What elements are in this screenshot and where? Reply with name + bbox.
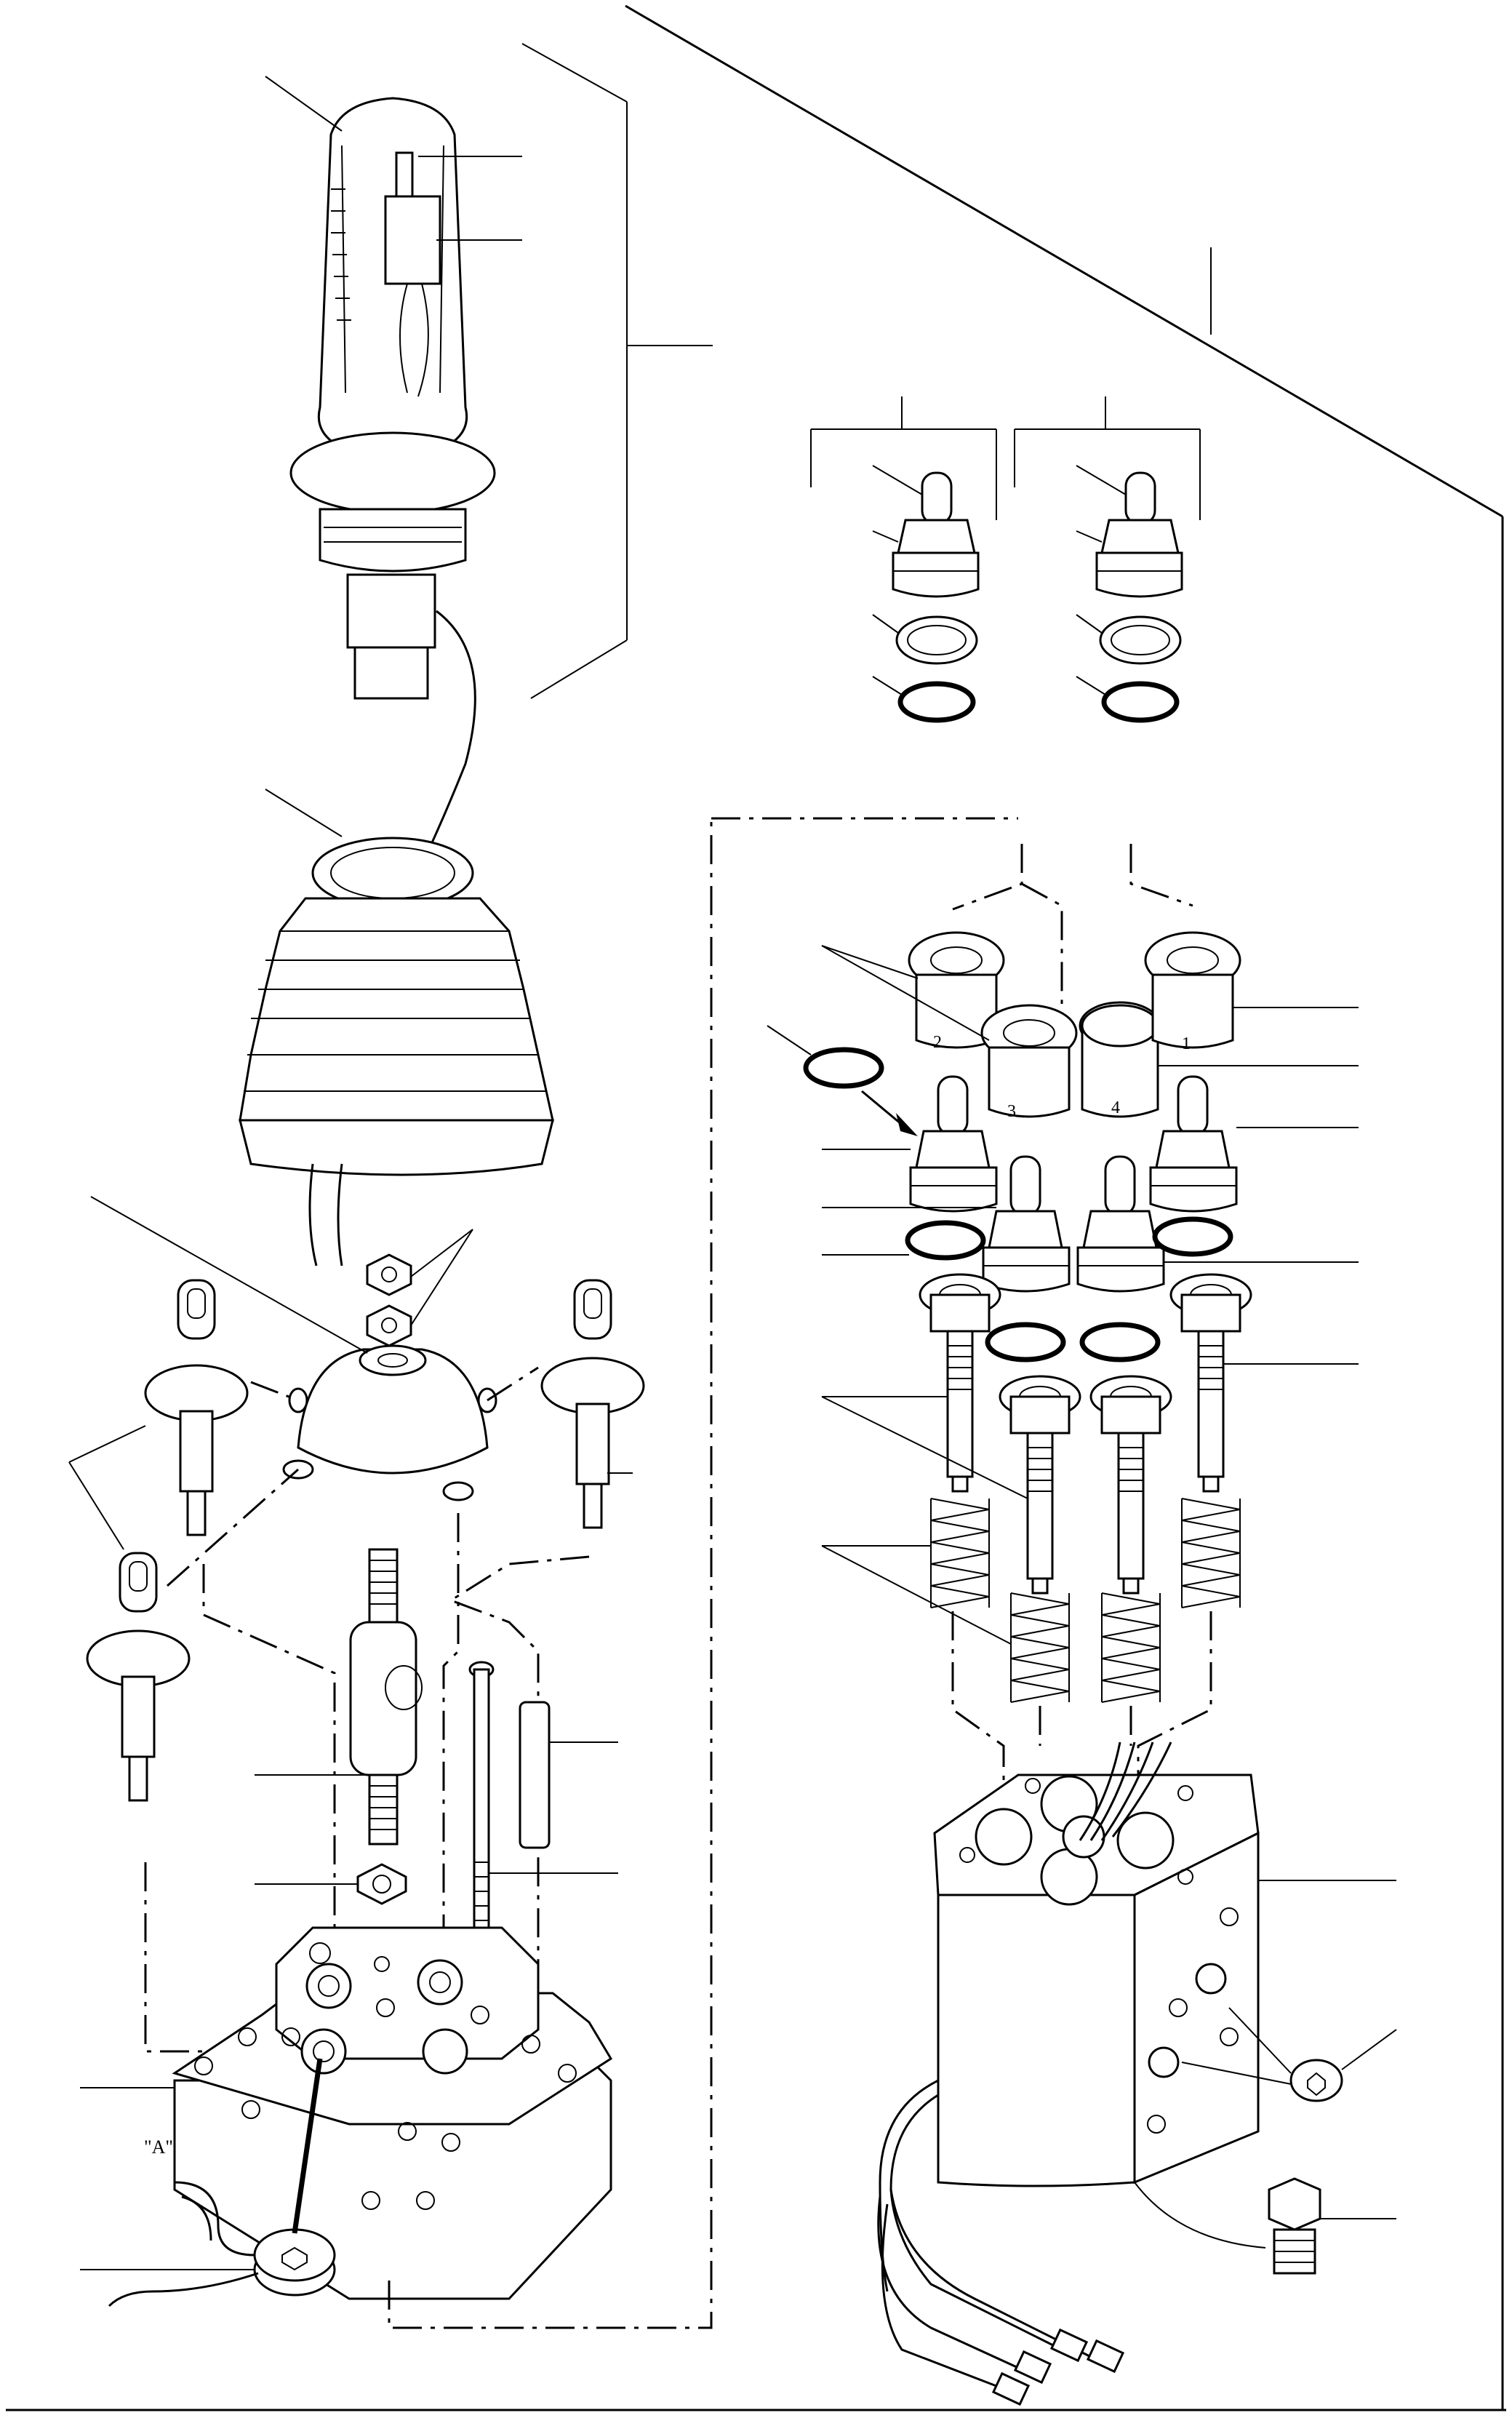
spring-leaders — [821, 1545, 1012, 1645]
wire-harness — [877, 2079, 1125, 2406]
spring-3 — [1101, 1592, 1161, 1703]
cartridge-guides — [952, 844, 1193, 1004]
kit-right — [1076, 465, 1183, 723]
cartridge-leaders — [821, 945, 1359, 1066]
spring-4 — [1181, 1498, 1241, 1608]
plunger-mid-right — [1076, 1155, 1165, 1293]
cartridge-2: 2 — [908, 931, 1005, 1052]
sensor-puck — [253, 2228, 336, 2297]
rubber-boot — [239, 837, 554, 1176]
plunger-upper-left — [909, 1075, 998, 1213]
joystick-grip — [289, 97, 496, 700]
spring-1 — [930, 1498, 990, 1608]
spring-2 — [1010, 1592, 1070, 1703]
lock-nut — [356, 1863, 407, 1905]
springs — [930, 1498, 1241, 1703]
cartridge-number-3: 3 — [1007, 1102, 1016, 1121]
push-rod-3 — [1089, 1375, 1172, 1595]
assembly-bracket — [388, 818, 713, 2329]
plunger-mid-left — [982, 1155, 1071, 1293]
long-bolt — [468, 1661, 495, 1955]
view-label-A: "A" — [144, 2136, 173, 2158]
plate-wires — [174, 2181, 255, 2257]
cartridge-number-2: 2 — [933, 1033, 942, 1052]
plate-leader — [90, 1196, 368, 1354]
frame-lines — [6, 4, 1506, 2411]
hex-plug — [1181, 2007, 1397, 2102]
cone-plate — [282, 1344, 497, 1501]
o-ring-pointer — [767, 1025, 918, 1136]
valve-body — [933, 1773, 1260, 2187]
plunger-leaders — [822, 1127, 1359, 1263]
dowel-pin — [519, 1701, 551, 1849]
boot-leader — [265, 789, 343, 837]
fitting — [1134, 2177, 1396, 2275]
boot-cable — [308, 1163, 343, 1266]
o-rings-mid — [905, 1216, 1233, 1362]
kit-left — [872, 465, 980, 723]
sensor-pointer — [292, 2058, 323, 2234]
cartridge-4: 4 — [1079, 1001, 1161, 1118]
eye-lever-right — [540, 1279, 645, 1529]
push-rod-leaders — [821, 1363, 1359, 1499]
cartridge-3: 3 — [980, 1004, 1078, 1121]
plunger-upper-right — [1149, 1075, 1238, 1213]
push-rod-1 — [919, 1273, 1001, 1493]
push-rods — [919, 1273, 1252, 1595]
sensor-wire — [108, 2272, 259, 2307]
universal-joint — [349, 1548, 423, 1846]
lever-leaders — [68, 1425, 633, 1550]
nuts — [366, 1229, 473, 1347]
push-rod-4 — [1169, 1273, 1252, 1493]
eye-lever-left-top — [144, 1279, 249, 1536]
push-rod-2 — [999, 1375, 1081, 1595]
cartridge-1: 1 — [1144, 931, 1241, 1053]
grip-ribs — [331, 188, 351, 321]
base-plate — [172, 1926, 613, 2300]
kit-brackets — [810, 247, 1212, 520]
cartridge-number-1: 1 — [1182, 1034, 1191, 1053]
grip-leaders — [265, 43, 713, 699]
valve-body-wires-top — [1079, 1741, 1172, 1841]
assembly-lines-right — [951, 1611, 1212, 1797]
eye-lever-left-bottom — [86, 1552, 191, 1802]
cartridge-number-4: 4 — [1111, 1098, 1120, 1117]
